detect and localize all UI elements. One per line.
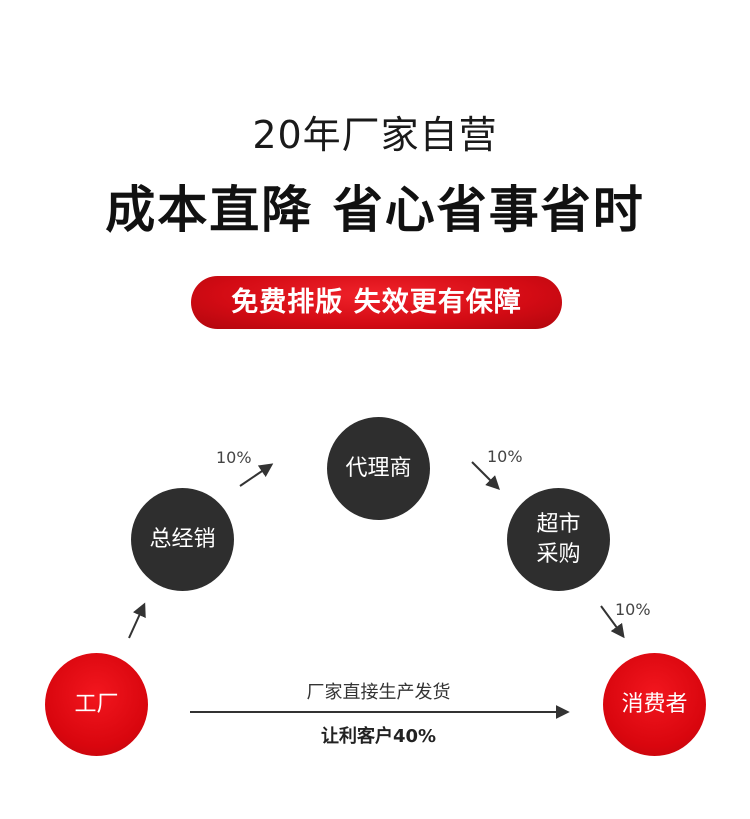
node-consumer-label: 消费者: [621, 691, 688, 717]
node-agent: 代理商: [327, 417, 430, 520]
node-supermarket-label-2: 采购: [536, 541, 581, 567]
arrow-distributor-to-agent: [239, 463, 274, 487]
node-supermarket: 超市 采购: [507, 488, 610, 591]
node-general-distributor-label: 总经销: [149, 526, 216, 552]
page-subtitle: 20年厂家自营: [252, 113, 498, 157]
page-headline: 成本直降 省心省事省时: [105, 181, 645, 239]
node-supermarket-label-1: 超市: [536, 511, 581, 537]
direct-shipping-label: 厂家直接生产发货: [306, 682, 451, 703]
pct-agent-to-supermarket: 10%: [487, 447, 523, 466]
node-general-distributor: 总经销: [131, 488, 234, 591]
pct-distributor-to-agent: 10%: [216, 448, 252, 467]
arrow-supermarket-to-consumer: [600, 605, 625, 639]
node-factory-label: 工厂: [74, 691, 119, 717]
pct-supermarket-to-consumer: 10%: [615, 600, 651, 619]
promo-badge: 免费排版 失效更有保障: [191, 276, 562, 329]
node-factory: 工厂: [45, 653, 148, 756]
customer-saving-label: 让利客户40%: [320, 726, 437, 747]
node-consumer: 消费者: [603, 653, 706, 756]
node-agent-label: 代理商: [345, 455, 412, 481]
arrow-factory-to-distributor: [128, 602, 146, 639]
arrow-agent-to-supermarket: [471, 461, 500, 490]
